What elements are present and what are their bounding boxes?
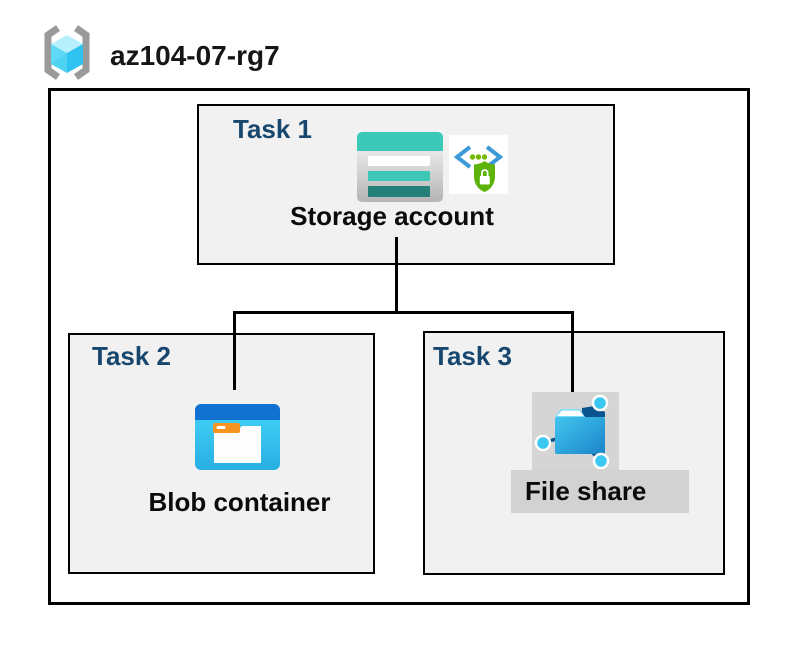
blob-container-label: Blob container: [148, 487, 331, 517]
shield-lock-api-icon: [449, 135, 508, 194]
connector-horizontal: [233, 311, 574, 314]
task1-box: Task 1 Storage account: [197, 104, 615, 265]
task2-box: Task 2 Blob container: [68, 333, 375, 574]
task1-label: Task 1: [233, 114, 313, 144]
connector-storage-stem: [395, 237, 398, 313]
task2-label: Task 2: [92, 341, 172, 371]
file-share-label-highlight: File share: [511, 470, 689, 513]
resource-group-icon: [44, 25, 90, 80]
file-share-label: File share: [525, 476, 647, 506]
task3-box: Task 3 File share: [423, 331, 725, 575]
storage-account-label: Storage account: [290, 201, 494, 231]
blob-container-icon: [195, 404, 280, 470]
task3-label: Task 3: [433, 341, 513, 371]
connector-to-blob-container: [233, 311, 236, 390]
storage-account-icon: [357, 132, 443, 202]
file-share-icon: [532, 392, 619, 470]
connector-to-file-share: [571, 311, 574, 392]
resource-group-name: az104-07-rg7: [110, 40, 280, 71]
